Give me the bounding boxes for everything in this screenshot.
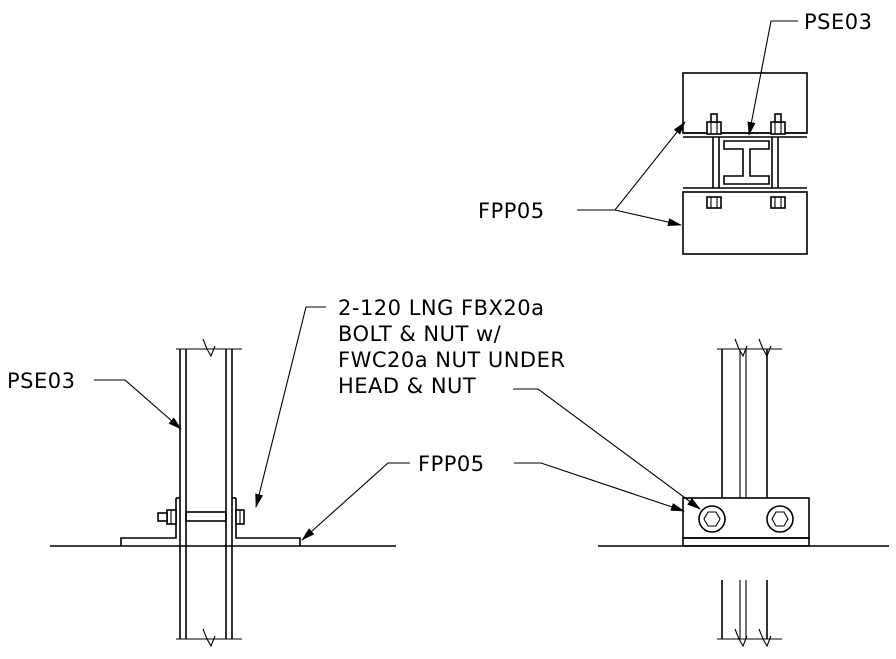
bolt-note-line-1: 2-120 LNG FBX20a	[338, 296, 545, 320]
front-break-bottom-2	[758, 628, 772, 648]
fpp05-top-leader-lower	[614, 209, 682, 227]
front-break-top-1	[734, 338, 748, 358]
front-bolt-right	[766, 505, 794, 533]
bolt-note-leader-side	[255, 306, 326, 508]
i-beam-section	[712, 137, 779, 188]
fpp05-top-leader-upper	[577, 121, 686, 211]
front-clamp-plate	[682, 497, 810, 539]
pse03-side-leader	[94, 379, 182, 430]
front-break-bottom-1	[734, 628, 748, 648]
pse03-side-label: PSE03	[7, 369, 75, 393]
front-view: FPP05	[418, 338, 889, 648]
fpp05-side-leader	[301, 462, 410, 541]
pse03-top-label: PSE03	[804, 10, 872, 34]
side-view: PSE03 2-120 LNG FBX20a BOLT & NUT w/ FWC…	[7, 296, 565, 648]
side-angle-right	[235, 498, 301, 546]
side-break-bottom	[202, 628, 216, 648]
side-break-top	[202, 338, 216, 358]
lower-clamp-plate	[682, 191, 808, 255]
bolt-note-line-3: FWC20a NUT UNDER	[338, 348, 565, 372]
lower-bolt-left	[706, 196, 722, 209]
side-bolt	[157, 509, 245, 525]
bolt-note-leader-front	[513, 388, 701, 510]
lower-bolt-right	[770, 196, 786, 209]
bolt-note-line-4: HEAD & NUT	[338, 374, 476, 398]
top-view: PSE03 FPP05	[478, 10, 872, 255]
front-break-top-2	[758, 338, 772, 358]
pse03-top-leader	[747, 20, 798, 136]
upper-bolt-right	[770, 113, 786, 135]
fpp05-front-leader	[514, 462, 685, 512]
fpp05-top-label: FPP05	[478, 199, 545, 223]
fpp05-front-label: FPP05	[418, 452, 485, 476]
upper-bolt-left	[706, 113, 722, 135]
bolt-note-line-2: BOLT & NUT w/	[338, 322, 502, 346]
front-bolt-left	[698, 505, 726, 533]
upper-clamp-plate	[682, 72, 808, 134]
